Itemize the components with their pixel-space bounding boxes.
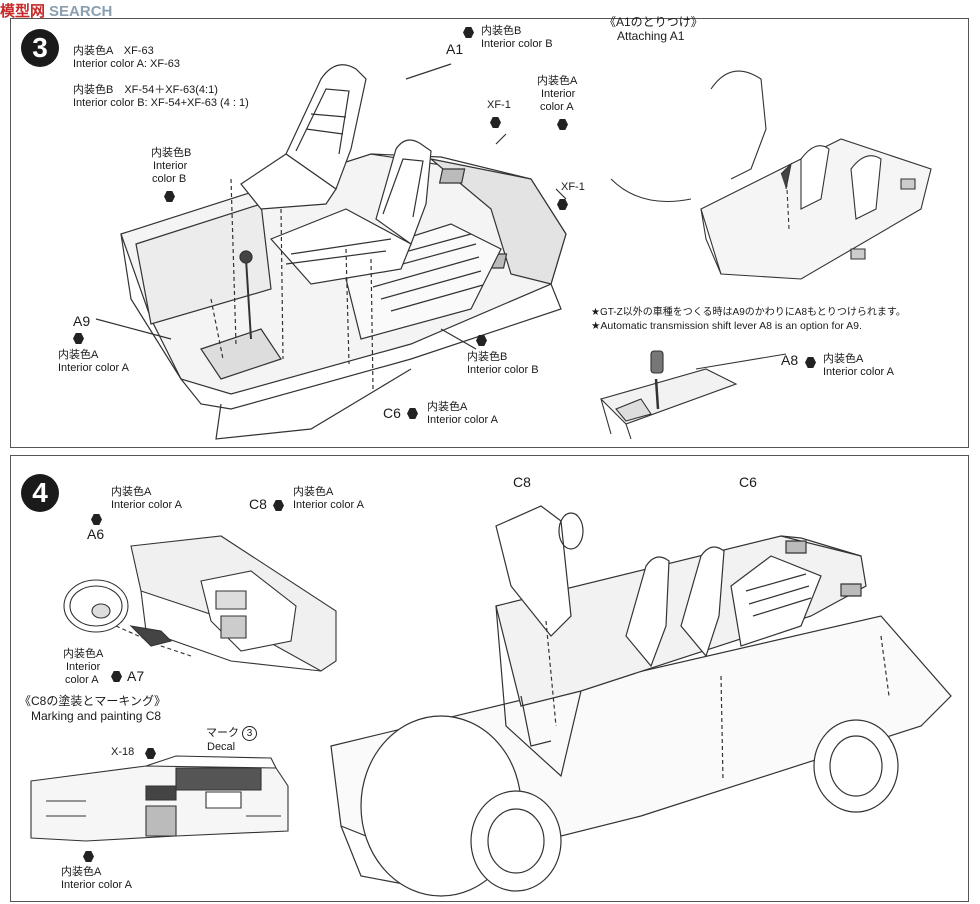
hex-marker-left-color [164, 191, 175, 202]
part-a1: A1 [446, 41, 464, 57]
a8-color-en: Interior color A [823, 366, 894, 378]
mid-color-en: Interior color B [467, 364, 539, 376]
dashboard-steering-illustration [51, 531, 351, 681]
part-c6: C6 [383, 405, 401, 421]
a9-color-jp: 内装色A [58, 349, 99, 361]
hex-marker-xf1-top [490, 117, 501, 128]
c8-color-jp: 内装色A [293, 486, 334, 498]
marking-title-jp: 《C8の塗装とマーキング》 [19, 694, 166, 708]
left-color-jp: 内装色B [151, 147, 192, 159]
chassis-assembly-illustration [321, 496, 961, 896]
left-color-en-2: color B [152, 173, 187, 185]
right-color-jp: 内装色A [537, 75, 578, 87]
inset-title-jp: 《A1のとりつけ》 [604, 15, 703, 29]
a7-color-jp: 内装色A [63, 648, 104, 660]
legend-color-a-en: Interior color A: XF-63 [73, 58, 180, 70]
hex-marker-a7 [111, 671, 122, 682]
watermark-brand: 模型网 [0, 3, 46, 20]
part-a9: A9 [73, 313, 91, 329]
mid-color-jp: 内装色B [467, 351, 508, 363]
part-a7: A7 [127, 668, 145, 684]
hex-marker-a8 [805, 357, 816, 368]
right-color-en-1: Interior [541, 88, 576, 100]
a6-color-jp: 内装色A [111, 486, 152, 498]
marking-title-en: Marking and painting C8 [31, 709, 162, 723]
a6-color-en: Interior color A [111, 499, 182, 511]
inset-attaching-a1-illustration [601, 49, 951, 289]
step-number-3: 3 [21, 29, 59, 67]
hex-marker-right-color [557, 119, 568, 130]
step-3-panel: 3 内装色A XF-63 Interior color A: XF-63 内装色… [10, 15, 969, 448]
inset-title-en: Attaching A1 [617, 29, 685, 43]
hex-marker-x18 [145, 748, 156, 759]
interior-tub-illustration [111, 59, 611, 439]
a9-color-en: Interior color A [58, 362, 129, 374]
c6-color-en: Interior color A [427, 414, 498, 426]
a1-color-jp: 内装色B [481, 25, 522, 37]
c6-color-jp: 内装色A [427, 401, 468, 413]
a8-shift-lever-illustration [596, 339, 796, 439]
hex-marker-xf1-right [557, 199, 568, 210]
bottom-color-en: Interior color A [61, 879, 132, 891]
part-a6: A6 [87, 526, 105, 542]
mark-number: 3 [242, 726, 257, 741]
xf1-right: XF-1 [561, 181, 585, 193]
left-color-en-1: Interior [153, 160, 188, 172]
hex-marker-a9 [73, 333, 84, 344]
a8-color-jp: 内装色A [823, 353, 864, 365]
note-en: ★Automatic transmission shift lever A8 i… [591, 320, 862, 332]
c8-marking-illustration [26, 756, 296, 856]
legend-color-b-jp: 内装色B XF-54＋XF-63(4:1) [73, 84, 218, 96]
a7-color-en-1: Interior [66, 661, 101, 673]
hex-marker-mid-color [476, 335, 487, 346]
part-c8-top: C8 [249, 496, 267, 512]
legend-color-a-jp: 内装色A XF-63 [73, 45, 154, 57]
right-color-en-2: color A [540, 101, 574, 113]
hex-marker-a1-color [463, 27, 474, 38]
c8-color-en: Interior color A [293, 499, 364, 511]
mark-en: Decal [207, 741, 236, 753]
car-part-c6: C6 [739, 474, 757, 490]
part-a8: A8 [781, 352, 799, 368]
watermark-search: SEARCH [49, 3, 113, 20]
step-4-panel: 4 内装色A Interior color A A6 C8 内装色A Inter… [10, 455, 969, 902]
legend-color-b-en: Interior color B: XF-54+XF-63 (4 : 1) [73, 97, 249, 109]
note-jp: ★GT-Z以外の車種をつくる時はA9のかわりにA8もとりつけられます。 [591, 307, 906, 318]
bottom-color-jp: 内装色A [61, 866, 102, 878]
x18-label: X-18 [111, 746, 135, 758]
hex-marker-c6 [407, 408, 418, 419]
hex-marker-c8 [273, 500, 284, 511]
car-part-c8: C8 [513, 474, 531, 490]
xf1-top: XF-1 [487, 99, 511, 111]
mark-jp-text: マーク [206, 727, 239, 739]
a7-color-en-2: color A [65, 674, 99, 686]
step-number-4: 4 [21, 474, 59, 512]
hex-marker-bottom [83, 851, 94, 862]
hex-marker-a6 [91, 514, 102, 525]
a1-color-en: Interior color B [481, 38, 553, 50]
